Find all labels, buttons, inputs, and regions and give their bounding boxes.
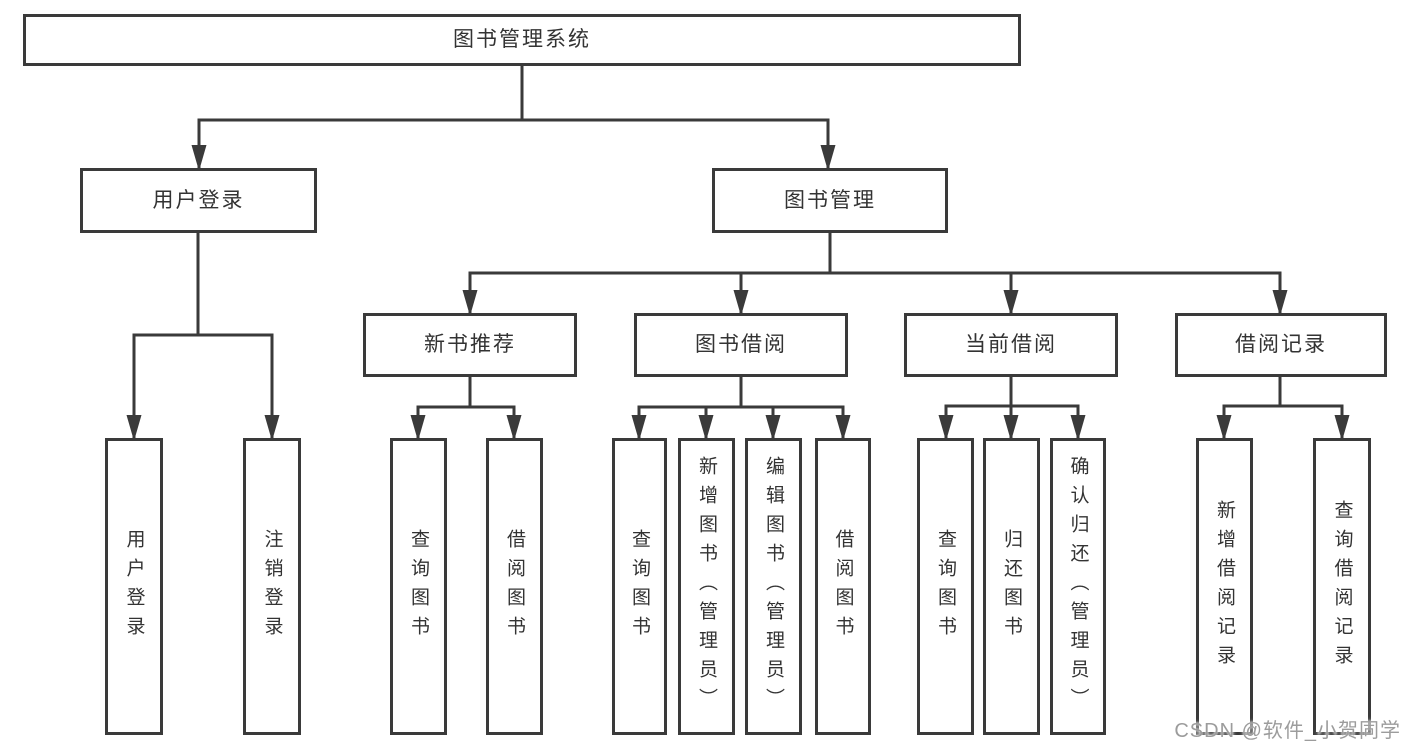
node-leaf-confirm-return-admin: 确认归还（管理员） (1050, 438, 1106, 735)
node-label: 图书管理系统 (453, 28, 591, 52)
node-label: 新增图书（管理员） (696, 456, 717, 717)
node-label: 编辑图书（管理员） (763, 456, 784, 717)
node-leaf-borrow-book-2: 借阅图书 (815, 438, 871, 735)
node-current-borrow: 当前借阅 (904, 313, 1118, 377)
node-label: 新书推荐 (424, 333, 516, 357)
node-label: 借阅记录 (1235, 333, 1327, 357)
node-leaf-query-book-1: 查询图书 (390, 438, 447, 735)
node-label: 图书借阅 (695, 333, 787, 357)
node-leaf-edit-book-admin: 编辑图书（管理员） (745, 438, 802, 735)
csdn-watermark: CSDN @软件_小贺同学 (1174, 720, 1401, 742)
node-user-login: 用户登录 (80, 168, 317, 233)
node-leaf-query-book-2: 查询图书 (612, 438, 667, 735)
node-book-management: 图书管理 (712, 168, 948, 233)
node-label: 借阅图书 (504, 528, 525, 645)
node-leaf-add-borrow-record: 新增借阅记录 (1196, 438, 1253, 735)
node-leaf-logout: 注销登录 (243, 438, 301, 735)
node-label: 图书管理 (784, 188, 876, 212)
node-book-borrow: 图书借阅 (634, 313, 848, 377)
node-leaf-borrow-book-1: 借阅图书 (486, 438, 543, 735)
node-leaf-query-book-3: 查询图书 (917, 438, 974, 735)
node-library-management-system: 图书管理系统 (23, 14, 1021, 66)
node-leaf-query-borrow-record: 查询借阅记录 (1313, 438, 1371, 735)
node-label: 查询图书 (408, 528, 429, 645)
node-label: 确认归还（管理员） (1067, 456, 1089, 717)
node-label: 查询图书 (935, 528, 956, 645)
node-label: 查询图书 (629, 528, 650, 645)
node-label: 新增借阅记录 (1214, 499, 1235, 674)
node-leaf-add-book-admin: 新增图书（管理员） (678, 438, 735, 735)
node-leaf-return-book: 归还图书 (983, 438, 1040, 735)
node-label: 当前借阅 (965, 333, 1057, 357)
node-label: 用户登录 (123, 528, 145, 645)
node-label: 用户登录 (152, 188, 245, 212)
node-leaf-user-login: 用户登录 (105, 438, 163, 735)
node-label: 注销登录 (261, 528, 283, 645)
node-label: 归还图书 (1001, 528, 1022, 645)
node-label: 查询借阅记录 (1331, 499, 1353, 674)
node-borrow-record: 借阅记录 (1175, 313, 1387, 377)
node-new-book-recommend: 新书推荐 (363, 313, 577, 377)
node-label: 借阅图书 (832, 528, 854, 645)
